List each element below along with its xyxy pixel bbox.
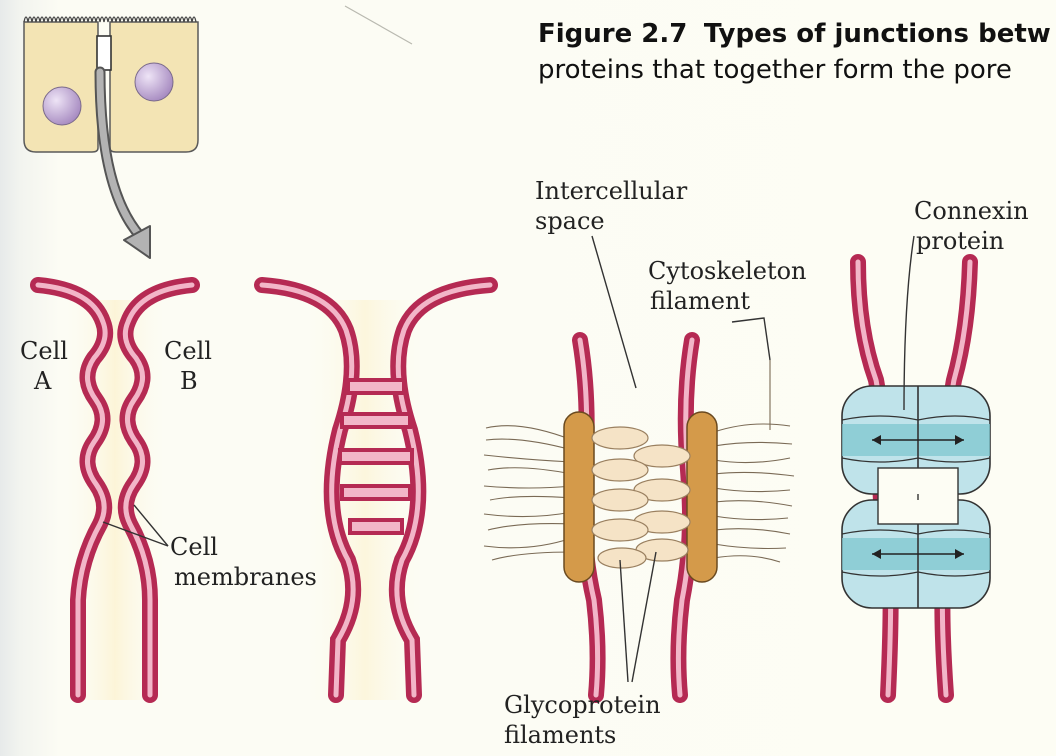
epithelial-cells-thumbnail — [24, 17, 198, 152]
label-cell-a: Cell A — [20, 336, 68, 396]
pointer-intercellular — [592, 236, 636, 388]
glycoprotein-filaments — [592, 427, 690, 568]
label-cell-membranes: Cell membranes — [170, 532, 317, 592]
nucleus-right — [135, 63, 173, 101]
cytoskeleton-filaments-left — [484, 426, 572, 560]
plaque-right — [687, 412, 717, 582]
pointer-glyco-2 — [632, 552, 656, 682]
ladder-junction-panel — [262, 285, 490, 700]
label-cell-b: Cell B — [164, 336, 212, 396]
gap-junction-panel — [842, 236, 990, 695]
junction-highlight-box — [97, 36, 111, 70]
pointer-connexin — [904, 236, 914, 410]
pointer-cytoskeleton — [732, 318, 770, 360]
label-glycoprotein-filaments: Glycoprotein filaments — [504, 690, 661, 750]
cytoskeleton-filaments-right — [714, 360, 794, 562]
label-cytoskeleton-filament: Cytoskeleton filament — [648, 256, 807, 316]
label-intercellular-space: Intercellular space — [535, 176, 687, 236]
stray-line — [345, 6, 412, 44]
pointer-glyco-1 — [620, 560, 628, 682]
label-connexin-protein: Connexin protein — [914, 196, 1029, 256]
nucleus-left — [43, 87, 81, 125]
plaque-left — [564, 412, 594, 582]
